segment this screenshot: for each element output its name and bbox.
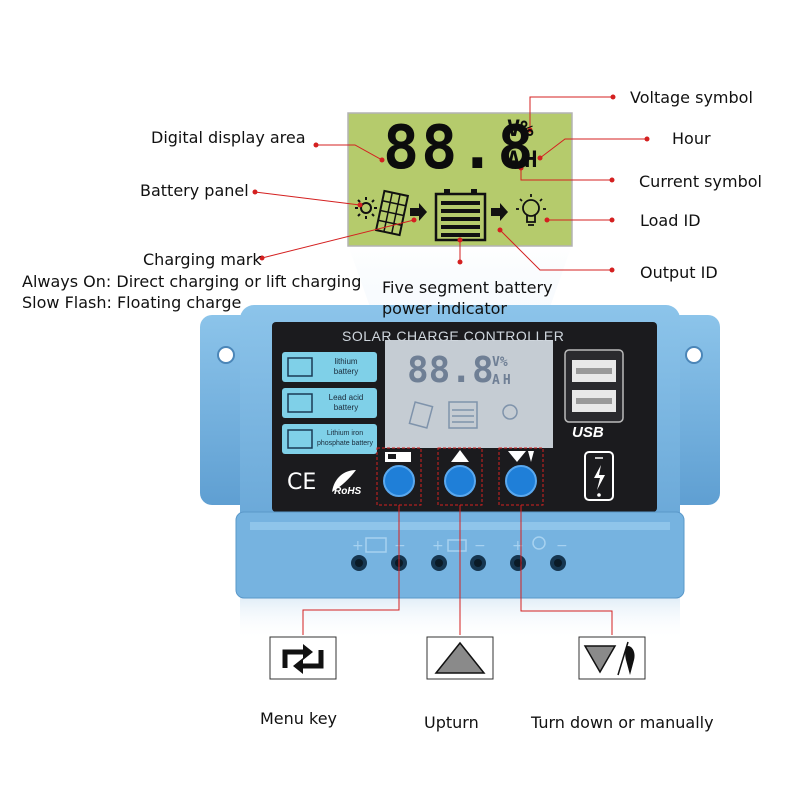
controller-title: SOLAR CHARGE CONTROLLER [342, 328, 565, 344]
svg-text:+: + [352, 538, 364, 554]
small-lcd-icons [408, 401, 518, 429]
rohs-leaf-icon [332, 470, 356, 492]
output-arrow-icon [491, 203, 508, 221]
label-charging-mark: Charging mark [143, 250, 262, 269]
label-five-segment-line2: power indicator [382, 299, 507, 318]
phone-icon [584, 451, 614, 501]
charging-arrow-icon [410, 203, 427, 221]
rohs-mark: RoHS [334, 486, 362, 497]
bulb-icon [516, 194, 546, 226]
battery-type-lead-acid: Lead acid battery [316, 393, 376, 413]
small-lcd-digits: 88.8 [407, 350, 494, 391]
callout-lines [254, 96, 647, 635]
label-upturn: Upturn [424, 713, 479, 732]
callout-dots [252, 94, 650, 273]
battery-type-panels [282, 352, 377, 454]
lcd-unit-hour: AH [507, 148, 542, 173]
label-hour: Hour [672, 129, 711, 148]
battery-type-line: lithium [334, 357, 358, 366]
round-buttons [383, 465, 537, 497]
mount-hole [217, 346, 235, 364]
small-lcd-window [385, 340, 553, 448]
battery-type-line: battery [333, 367, 359, 376]
battery-type-lithium: lithium battery [316, 357, 376, 377]
label-five-segment-line1: Five segment battery [382, 278, 553, 297]
menu-key-symbol [269, 636, 337, 680]
label-slow-flash: Slow Flash: Floating charge [22, 293, 242, 312]
svg-text:−: − [474, 538, 486, 554]
right-mount-tab [668, 315, 720, 505]
usb-label: USB [572, 424, 604, 441]
svg-text:−: − [556, 538, 568, 554]
label-voltage-symbol: Voltage symbol [630, 88, 753, 107]
lcd-unit-voltage: V% [507, 117, 534, 142]
svg-text:+: + [512, 538, 524, 554]
label-always-on: Always On: Direct charging or lift charg… [22, 272, 362, 291]
battery-type-line: battery [333, 403, 359, 412]
battery-type-lithium-iron: Lithium iron phosphate battery [313, 429, 377, 449]
lcd-digits: 88.8 [383, 113, 536, 183]
small-lcd-unit-bottom: AH [492, 373, 514, 388]
sun-rays [355, 197, 377, 219]
label-menu-key: Menu key [260, 709, 338, 728]
battery-type-line: Lead acid [328, 393, 364, 402]
label-turn-down: Turn down or manually [531, 713, 714, 732]
label-output-id: Output ID [640, 263, 718, 282]
label-load-id: Load ID [640, 211, 701, 230]
down-key-symbol [578, 636, 646, 680]
sun-icon [360, 202, 372, 214]
svg-text:+: + [432, 538, 444, 554]
label-current-symbol: Current symbol [639, 172, 762, 191]
battery-type-line: Lithium iron [326, 430, 364, 437]
label-battery-panel: Battery panel [140, 181, 249, 200]
label-digital-display-area: Digital display area [151, 128, 306, 147]
left-mount-tab [200, 315, 252, 505]
ce-mark: CE [287, 470, 317, 495]
solar-panel-icon [374, 189, 410, 237]
battery-icon [434, 189, 487, 242]
face-key-icons [385, 450, 534, 462]
upturn-key-symbol [426, 636, 494, 680]
mount-hole [685, 346, 703, 364]
small-lcd-unit-top: V% [492, 355, 508, 370]
svg-text:−: − [394, 538, 406, 554]
usb-ports [564, 349, 624, 423]
battery-type-line: phosphate battery [316, 440, 374, 447]
